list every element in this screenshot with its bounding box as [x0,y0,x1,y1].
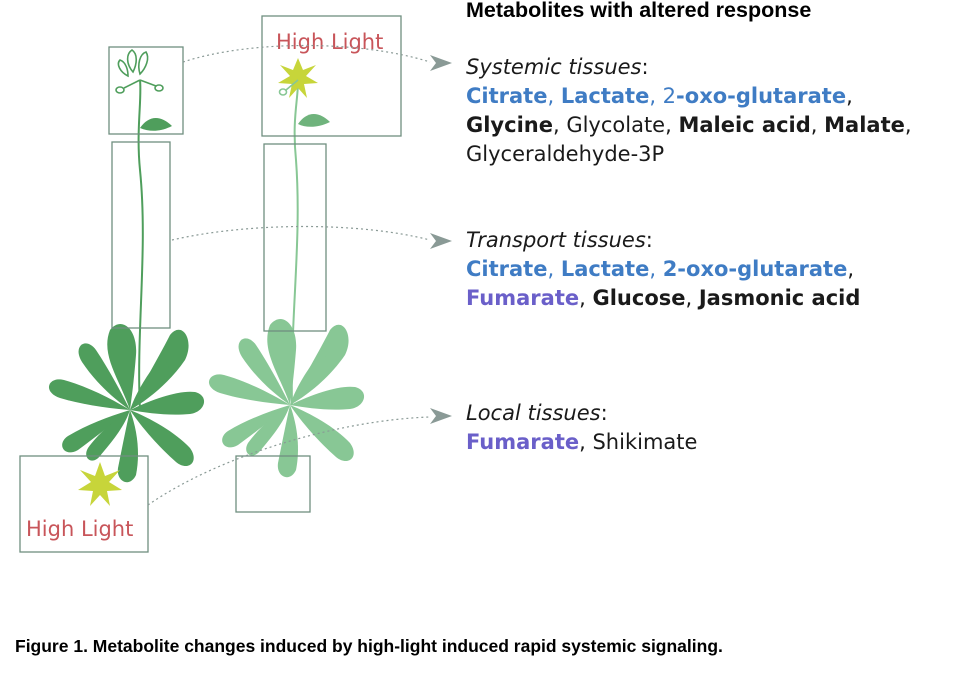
arrowhead-systemic [430,55,452,71]
right-rosette [208,319,365,478]
metabolite-line: Citrate, Lactate, 2-oxo-glutarate, [466,255,971,284]
group-heading: Transport tissues: [466,228,653,252]
metabolite-lines: Fumarate, Shikimate [466,428,971,457]
metabolite-text: , [685,286,699,310]
metabolite-text: Lactate [560,257,650,281]
figure-caption: Figure 1. Metabolite changes induced by … [15,636,723,656]
metabolite-text: Fumarate [466,430,580,454]
right-transport-box [263,143,327,332]
group-transport: Transport tissues: Citrate, Lactate, 2-o… [466,226,971,313]
metabolite-text: Maleic acid [678,113,811,137]
metabolite-text: Glucose [592,286,686,310]
metabolite-text: , [810,113,825,137]
arrow-transport [171,225,431,241]
metabolite-text: Fumarate [466,286,580,310]
metabolite-text: 2-oxo-glutarate [662,257,848,281]
metabolite-text: Malate [824,113,905,137]
metabolite-text: , 2 [649,84,677,108]
left-stem [137,79,144,411]
right-stem-leaf [298,113,330,127]
metabolite-text: , [579,286,593,310]
metabolite-line: Glyceraldehyde-3P [466,140,971,169]
left-plant [48,49,205,506]
metabolite-line: Citrate, Lactate, 2-oxo-glutarate, [466,82,971,111]
metabolite-text: , [649,257,663,281]
metabolite-text: Citrate [466,257,548,281]
left-rosette [48,324,205,483]
arrow-local [147,416,431,506]
left-stem-leaf [140,117,172,131]
panel-title: Metabolites with altered response [466,0,812,22]
left-flower [115,49,164,94]
right-flower [278,79,299,96]
arrow-systemic [182,44,431,63]
metabolite-text: -oxo-glutarate [676,84,847,108]
metabolite-text: Glycine [466,113,553,137]
group-local: Local tissues: Fumarate, Shikimate [466,399,971,457]
metabolite-text: , Shikimate [579,430,698,454]
arrowhead-local [430,408,452,424]
metabolite-line: Fumarate, Shikimate [466,428,971,457]
metabolite-text: , Glycolate, [552,113,679,137]
metabolite-lines: Citrate, Lactate, 2-oxo-glutarate,Glycin… [466,82,971,169]
metabolite-line: Glycine, Glycolate, Maleic acid, Malate, [466,111,971,140]
high-light-label-top: High Light [276,30,383,54]
group-systemic: Systemic tissues: Citrate, Lactate, 2-ox… [466,53,971,169]
metabolite-lines: Citrate, Lactate, 2-oxo-glutarate,Fumara… [466,255,971,313]
left-systemic-box [108,46,184,135]
left-local-box [19,455,149,553]
right-local-box [235,455,311,513]
metabolite-text: , [904,113,912,137]
arrowheads [430,55,452,424]
right-systemic-box [261,15,402,137]
arrowhead-transport [430,233,452,249]
group-heading: Systemic tissues: [466,55,649,79]
metabolite-text: , [547,257,561,281]
metabolite-text: Citrate [466,84,548,108]
tissue-boxes [19,15,402,553]
metabolite-text: , [847,257,855,281]
metabolite-text: , [547,84,561,108]
high-light-label-bottom: High Light [26,517,133,541]
metabolite-text: , [846,84,853,108]
metabolite-line: Fumarate, Glucose, Jasmonic acid [466,284,971,313]
right-plant [208,58,365,478]
metabolite-text: Glyceraldehyde-3P [466,142,665,166]
metabolite-text: Lactate [560,84,650,108]
connector-arrows [147,44,431,506]
left-transport-box [111,141,171,329]
metabolite-text: Jasmonic acid [698,286,861,310]
left-highlight-star-icon [78,462,122,506]
group-heading: Local tissues: [466,401,608,425]
right-highlight-star-icon [278,58,318,98]
